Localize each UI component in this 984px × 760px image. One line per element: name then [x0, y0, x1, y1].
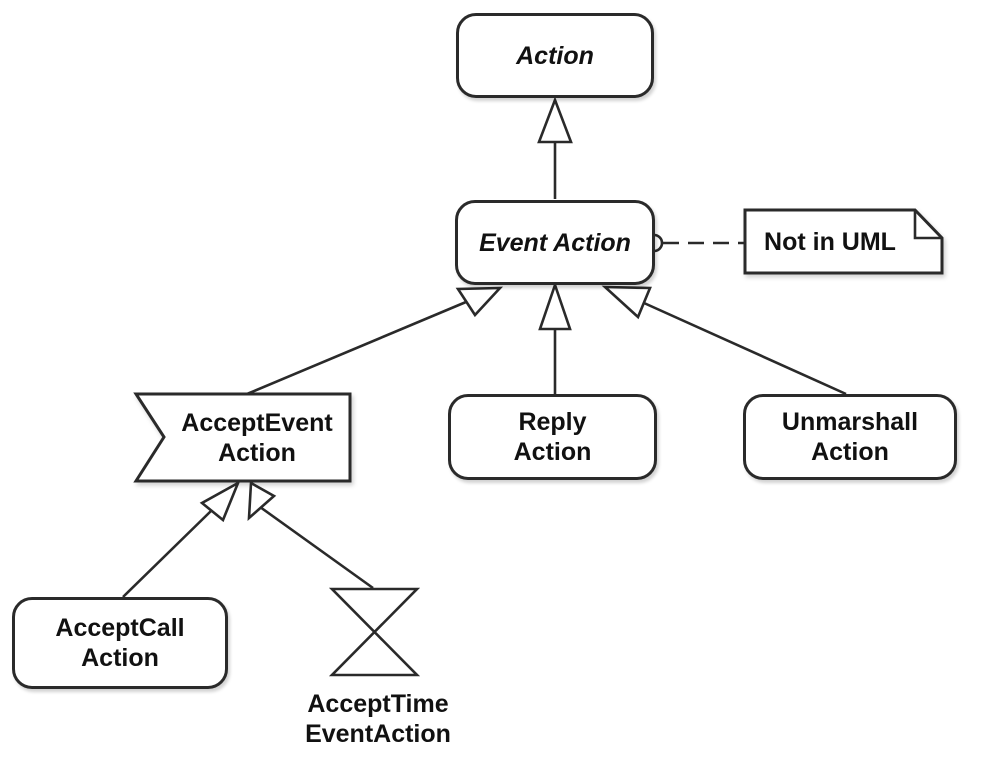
edge-unmarshall-to-eventaction [643, 301, 847, 396]
hourglass-icon [328, 587, 421, 677]
arrowhead-acceptevent [455, 286, 504, 318]
class-reply-action: Reply Action [448, 394, 657, 480]
class-unmarshall-action: Unmarshall Action [743, 394, 957, 480]
class-unmarshall-action-label: Unmarshall Action [781, 408, 919, 466]
class-event-action-label: Event Action [479, 228, 631, 257]
class-action: Action [456, 13, 654, 98]
arrowhead-unmarshall [601, 285, 652, 320]
arrowhead-to-action [537, 96, 573, 144]
arrowhead-accepttime [247, 480, 277, 522]
arrowhead-reply [538, 280, 572, 331]
class-accept-call-action: AcceptCall Action [12, 597, 228, 689]
class-reply-action-label: Reply Action [513, 408, 592, 466]
note-shape [743, 208, 944, 275]
class-accept-call-action-label: AcceptCall Action [55, 614, 185, 672]
edge-acceptevent-to-eventaction [246, 300, 467, 396]
class-action-label: Action [516, 41, 594, 70]
edge-acceptcall-to-acceptevent [122, 509, 213, 598]
arrowhead-acceptcall [199, 480, 241, 523]
accept-event-flag-shape [133, 392, 352, 483]
note-fold-corner [913, 210, 942, 240]
class-event-action: Event Action [455, 200, 655, 285]
edge-accepttime-to-acceptevent [259, 505, 374, 590]
